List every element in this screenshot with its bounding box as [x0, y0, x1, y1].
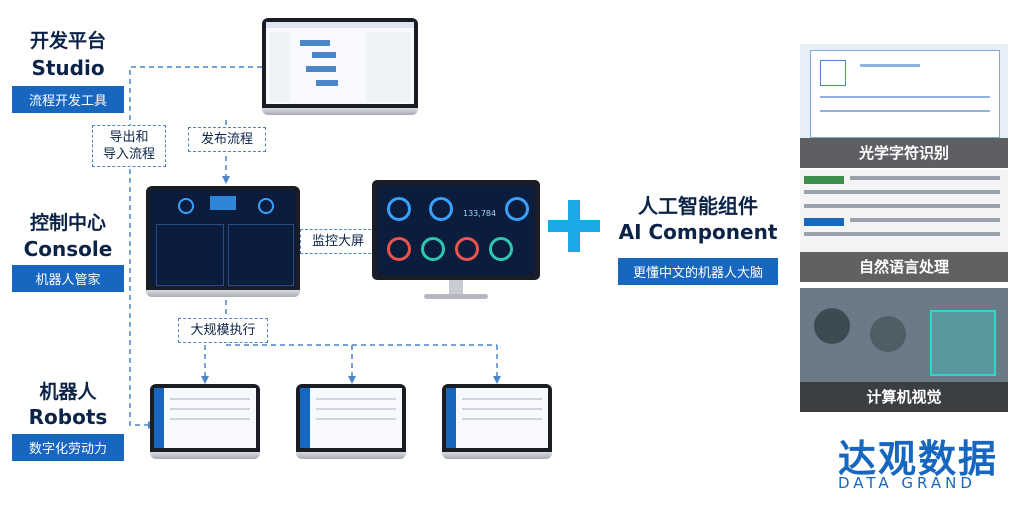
- scale-callout: 大规模执行: [178, 318, 268, 343]
- studio-laptop: [262, 18, 418, 115]
- ai-tag: 更懂中文的机器人大脑: [618, 258, 778, 285]
- face-detect-box: [930, 310, 996, 376]
- robot-laptop-2: [296, 384, 406, 459]
- studio-laptop-screen: [262, 18, 418, 108]
- brand-logo-cn: 达观数据: [838, 437, 999, 481]
- nlp-panel: 自然语言处理: [800, 170, 1008, 282]
- robot-laptop-1: [150, 384, 260, 459]
- console-laptop: [146, 186, 300, 297]
- robots-tag: 数字化劳动力: [12, 434, 124, 461]
- ocr-panel: 光学字符识别: [800, 44, 1008, 168]
- export-import-line2: 导入流程: [102, 147, 155, 162]
- cv-label: 计算机视觉: [800, 382, 1008, 412]
- ocr-label: 光学字符识别: [800, 138, 1008, 168]
- ai-title-cn: 人工智能组件: [638, 194, 758, 218]
- monitor-callout: 监控大屏: [300, 229, 376, 254]
- publish-callout: 发布流程: [188, 127, 266, 152]
- monitor-number: 133,784: [463, 209, 497, 218]
- nlp-label: 自然语言处理: [800, 252, 1008, 282]
- cv-panel: 计算机视觉: [800, 288, 1008, 412]
- console-laptop-screen: [146, 186, 300, 290]
- studio-title-en: Studio: [31, 56, 105, 80]
- studio-title-cn: 开发平台: [29, 30, 106, 52]
- console-title-cn: 控制中心: [29, 212, 106, 234]
- export-import-line1: 导出和: [109, 130, 149, 145]
- console-title-en: Console: [23, 237, 113, 261]
- console-tag: 机器人管家: [12, 265, 124, 292]
- brand-logo-en: DATA GRAND: [838, 474, 976, 492]
- robot-laptop-3: [442, 384, 552, 459]
- monitor-display: 133,784: [372, 180, 540, 299]
- export-import-callout: 导出和 导入流程: [92, 125, 166, 167]
- studio-tag: 流程开发工具: [12, 86, 124, 113]
- robots-title-cn: 机器人: [39, 381, 97, 403]
- robots-title-en: Robots: [28, 405, 108, 429]
- plus-icon: [548, 200, 600, 252]
- ai-title-en: AI Component: [618, 220, 778, 244]
